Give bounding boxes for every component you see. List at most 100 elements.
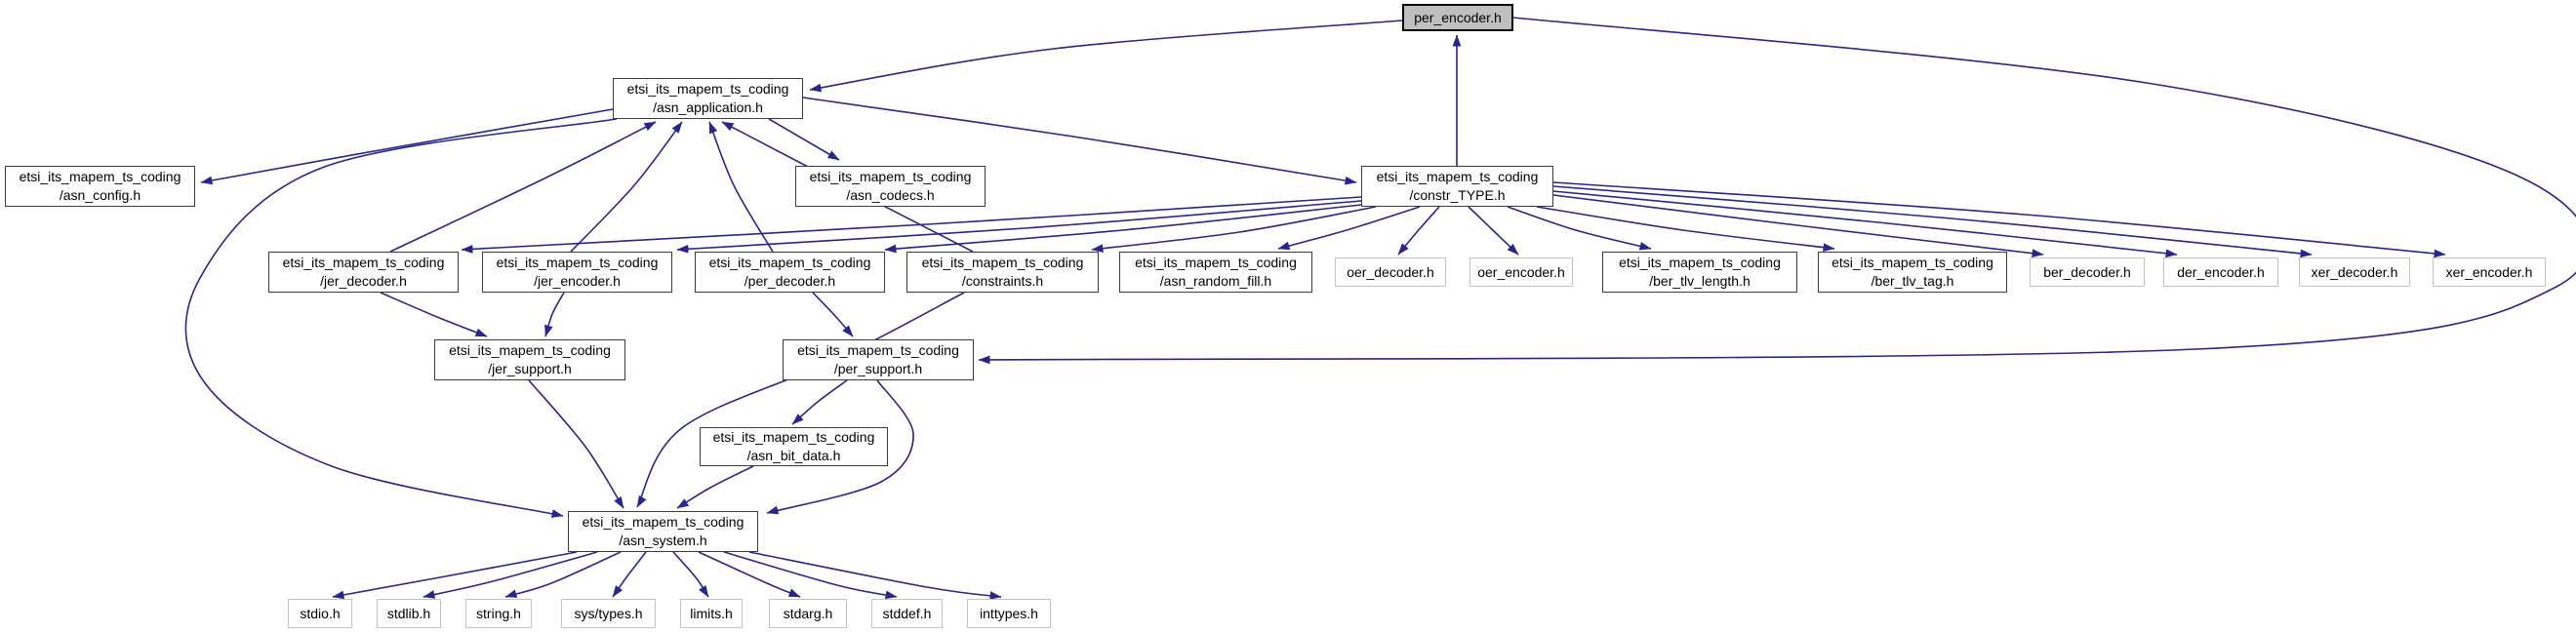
edge-asn_application-to-constr_TYPE <box>802 97 1357 185</box>
node-jer-support[interactable]: etsi_its_mapem_ts_coding/jer_support.h <box>434 339 625 380</box>
node-label: /asn_system.h <box>619 533 707 548</box>
node-jer-decoder[interactable]: etsi_its_mapem_ts_coding/jer_decoder.h <box>268 252 459 293</box>
edge-jer_decoder-to-jer_support <box>380 292 488 337</box>
node-label: etsi_its_mapem_ts_coding <box>282 255 445 270</box>
node-inttypes[interactable]: inttypes.h <box>967 599 1051 628</box>
node-label: etsi_its_mapem_ts_coding <box>626 81 789 97</box>
node-limits[interactable]: limits.h <box>680 599 743 628</box>
node-ber-decoder[interactable]: ber_decoder.h <box>2030 257 2145 287</box>
edge-constr_TYPE-to-ber_tlv_length <box>1507 206 1652 251</box>
node-ber-tlv-tag[interactable]: etsi_its_mapem_ts_coding/ber_tlv_tag.h <box>1818 252 2007 293</box>
edge-constr_TYPE-to-der_encoder <box>1552 190 2178 258</box>
node-label: oer_decoder.h <box>1347 263 1434 280</box>
node-label: etsi_its_mapem_ts_coding <box>1831 255 1993 270</box>
node-xer-decoder[interactable]: xer_decoder.h <box>2299 257 2410 287</box>
edge-asn_application-to-asn_system <box>184 118 618 518</box>
node-asn-system[interactable]: etsi_its_mapem_ts_coding/asn_system.h <box>568 511 758 552</box>
node-label: etsi_its_mapem_ts_coding <box>809 169 972 184</box>
node-label: /ber_tlv_tag.h <box>1871 273 1954 289</box>
edge-per_support-to-asn_bit_data <box>791 379 848 425</box>
node-ber-tlv-length[interactable]: etsi_its_mapem_ts_coding/ber_tlv_length.… <box>1602 252 1797 293</box>
node-label: /ber_tlv_length.h <box>1649 273 1751 289</box>
edge-per_decoder-to-asn_application <box>708 121 774 253</box>
node-label: string.h <box>476 605 521 621</box>
edge-constr_TYPE-to-per_decoder <box>884 204 1362 254</box>
node-label: /asn_random_fill.h <box>1159 273 1272 289</box>
node-label: oer_encoder.h <box>1477 263 1565 280</box>
node-label: /jer_encoder.h <box>534 273 621 289</box>
node-stdarg[interactable]: stdarg.h <box>769 599 847 628</box>
node-label: etsi_its_mapem_ts_coding <box>582 514 745 530</box>
node-label: limits.h <box>690 605 733 621</box>
node-label: /jer_decoder.h <box>320 273 407 289</box>
node-label: /asn_bit_data.h <box>746 448 841 463</box>
edge-per_encoder-to-asn_application <box>809 20 1403 93</box>
node-label: /asn_config.h <box>59 187 141 203</box>
node-sys-types[interactable]: sys/types.h <box>561 599 656 628</box>
node-jer-encoder[interactable]: etsi_its_mapem_ts_coding/jer_encoder.h <box>482 252 672 293</box>
node-constraints[interactable]: etsi_its_mapem_ts_coding/constraints.h <box>906 252 1099 293</box>
node-oer-decoder[interactable]: oer_decoder.h <box>1335 257 1446 287</box>
node-label: /constr_TYPE.h <box>1409 187 1506 203</box>
edge-constr_TYPE-to-ber_decoder <box>1552 194 2044 258</box>
node-label: inttypes.h <box>980 605 1038 621</box>
node-asn-bit-data[interactable]: etsi_its_mapem_ts_coding/asn_bit_data.h <box>700 427 888 466</box>
edge-constr_TYPE-to-xer_decoder <box>1552 185 2313 258</box>
node-asn-config[interactable]: etsi_its_mapem_ts_coding/asn_config.h <box>5 166 195 207</box>
edge-constr_TYPE-to-jer_decoder <box>461 196 1362 254</box>
edge-constr_TYPE-to-jer_encoder <box>676 200 1362 254</box>
node-per-encoder[interactable]: per_encoder.h <box>1402 4 1513 31</box>
node-der-encoder[interactable]: der_encoder.h <box>2163 257 2278 287</box>
node-label: /per_support.h <box>833 361 923 376</box>
node-label: /jer_support.h <box>488 361 572 376</box>
node-label: etsi_its_mapem_ts_coding <box>1135 255 1297 270</box>
edge-jer_encoder-to-jer_support <box>544 292 565 337</box>
node-label: stdlib.h <box>386 605 431 621</box>
edge-asn_system-to-limits <box>672 551 709 598</box>
node-label: xer_encoder.h <box>2445 263 2533 280</box>
node-label: etsi_its_mapem_ts_coding <box>712 429 875 445</box>
edge-jer_support-to-asn_system <box>528 379 624 509</box>
edge-constr_TYPE-to-xer_encoder <box>1552 181 2446 258</box>
node-label: etsi_its_mapem_ts_coding <box>1619 255 1781 270</box>
node-constr-TYPE[interactable]: etsi_its_mapem_ts_coding/constr_TYPE.h <box>1361 166 1553 207</box>
node-stdlib[interactable]: stdlib.h <box>377 599 441 628</box>
node-stddef[interactable]: stddef.h <box>871 599 943 628</box>
node-oer-encoder[interactable]: oer_encoder.h <box>1469 257 1573 287</box>
node-per-decoder[interactable]: etsi_its_mapem_ts_coding/per_decoder.h <box>695 252 885 293</box>
node-label: xer_decoder.h <box>2311 263 2398 280</box>
edge-asn_system-to-inttypes <box>748 551 1002 600</box>
edge-asn_system-to-stddef <box>723 551 898 600</box>
node-xer-encoder[interactable]: xer_encoder.h <box>2433 257 2546 287</box>
edge-constr_TYPE-to-oer_encoder <box>1468 206 1519 256</box>
node-label: etsi_its_mapem_ts_coding <box>1376 169 1539 184</box>
node-asn-application[interactable]: etsi_its_mapem_ts_coding/asn_application… <box>613 78 803 119</box>
node-label: /asn_codecs.h <box>846 187 935 203</box>
edge-asn_system-to-sys_types <box>612 551 647 598</box>
edge-asn_application-to-asn_config <box>200 108 614 185</box>
node-label: sys/types.h <box>574 605 643 621</box>
node-label: per_encoder.h <box>1414 9 1502 25</box>
node-asn-codecs[interactable]: etsi_its_mapem_ts_coding/asn_codecs.h <box>795 166 986 207</box>
node-asn-random-fill[interactable]: etsi_its_mapem_ts_coding/asn_random_fill… <box>1119 252 1312 293</box>
node-label: /per_decoder.h <box>744 273 836 289</box>
edge-asn_system-to-string <box>504 551 622 598</box>
node-label: /asn_application.h <box>653 99 763 115</box>
node-string[interactable]: string.h <box>465 599 532 628</box>
edge-constr_TYPE-to-asn_random_fill <box>1277 206 1421 251</box>
edge-constraints-to-asn_system <box>636 292 965 508</box>
node-per-support[interactable]: etsi_its_mapem_ts_coding/per_support.h <box>783 339 974 380</box>
edge-jer_encoder-to-asn_application <box>570 121 683 253</box>
edge-constr_TYPE-to-oer_decoder <box>1397 206 1440 256</box>
node-stdio[interactable]: stdio.h <box>288 599 352 628</box>
edge-per_decoder-to-per_support <box>812 292 854 337</box>
node-label: der_encoder.h <box>2177 263 2265 280</box>
edge-asn_system-to-stdlib <box>423 551 598 599</box>
edge-constr_TYPE-to-constraints <box>1091 206 1377 254</box>
node-label: etsi_its_mapem_ts_coding <box>797 342 959 358</box>
node-label: etsi_its_mapem_ts_coding <box>921 255 1084 270</box>
edge-per_support-to-asn_system <box>766 379 914 515</box>
node-label: stdarg.h <box>783 605 833 621</box>
edge-asn_system-to-stdarg <box>698 551 801 598</box>
node-label: etsi_its_mapem_ts_coding <box>19 169 181 184</box>
